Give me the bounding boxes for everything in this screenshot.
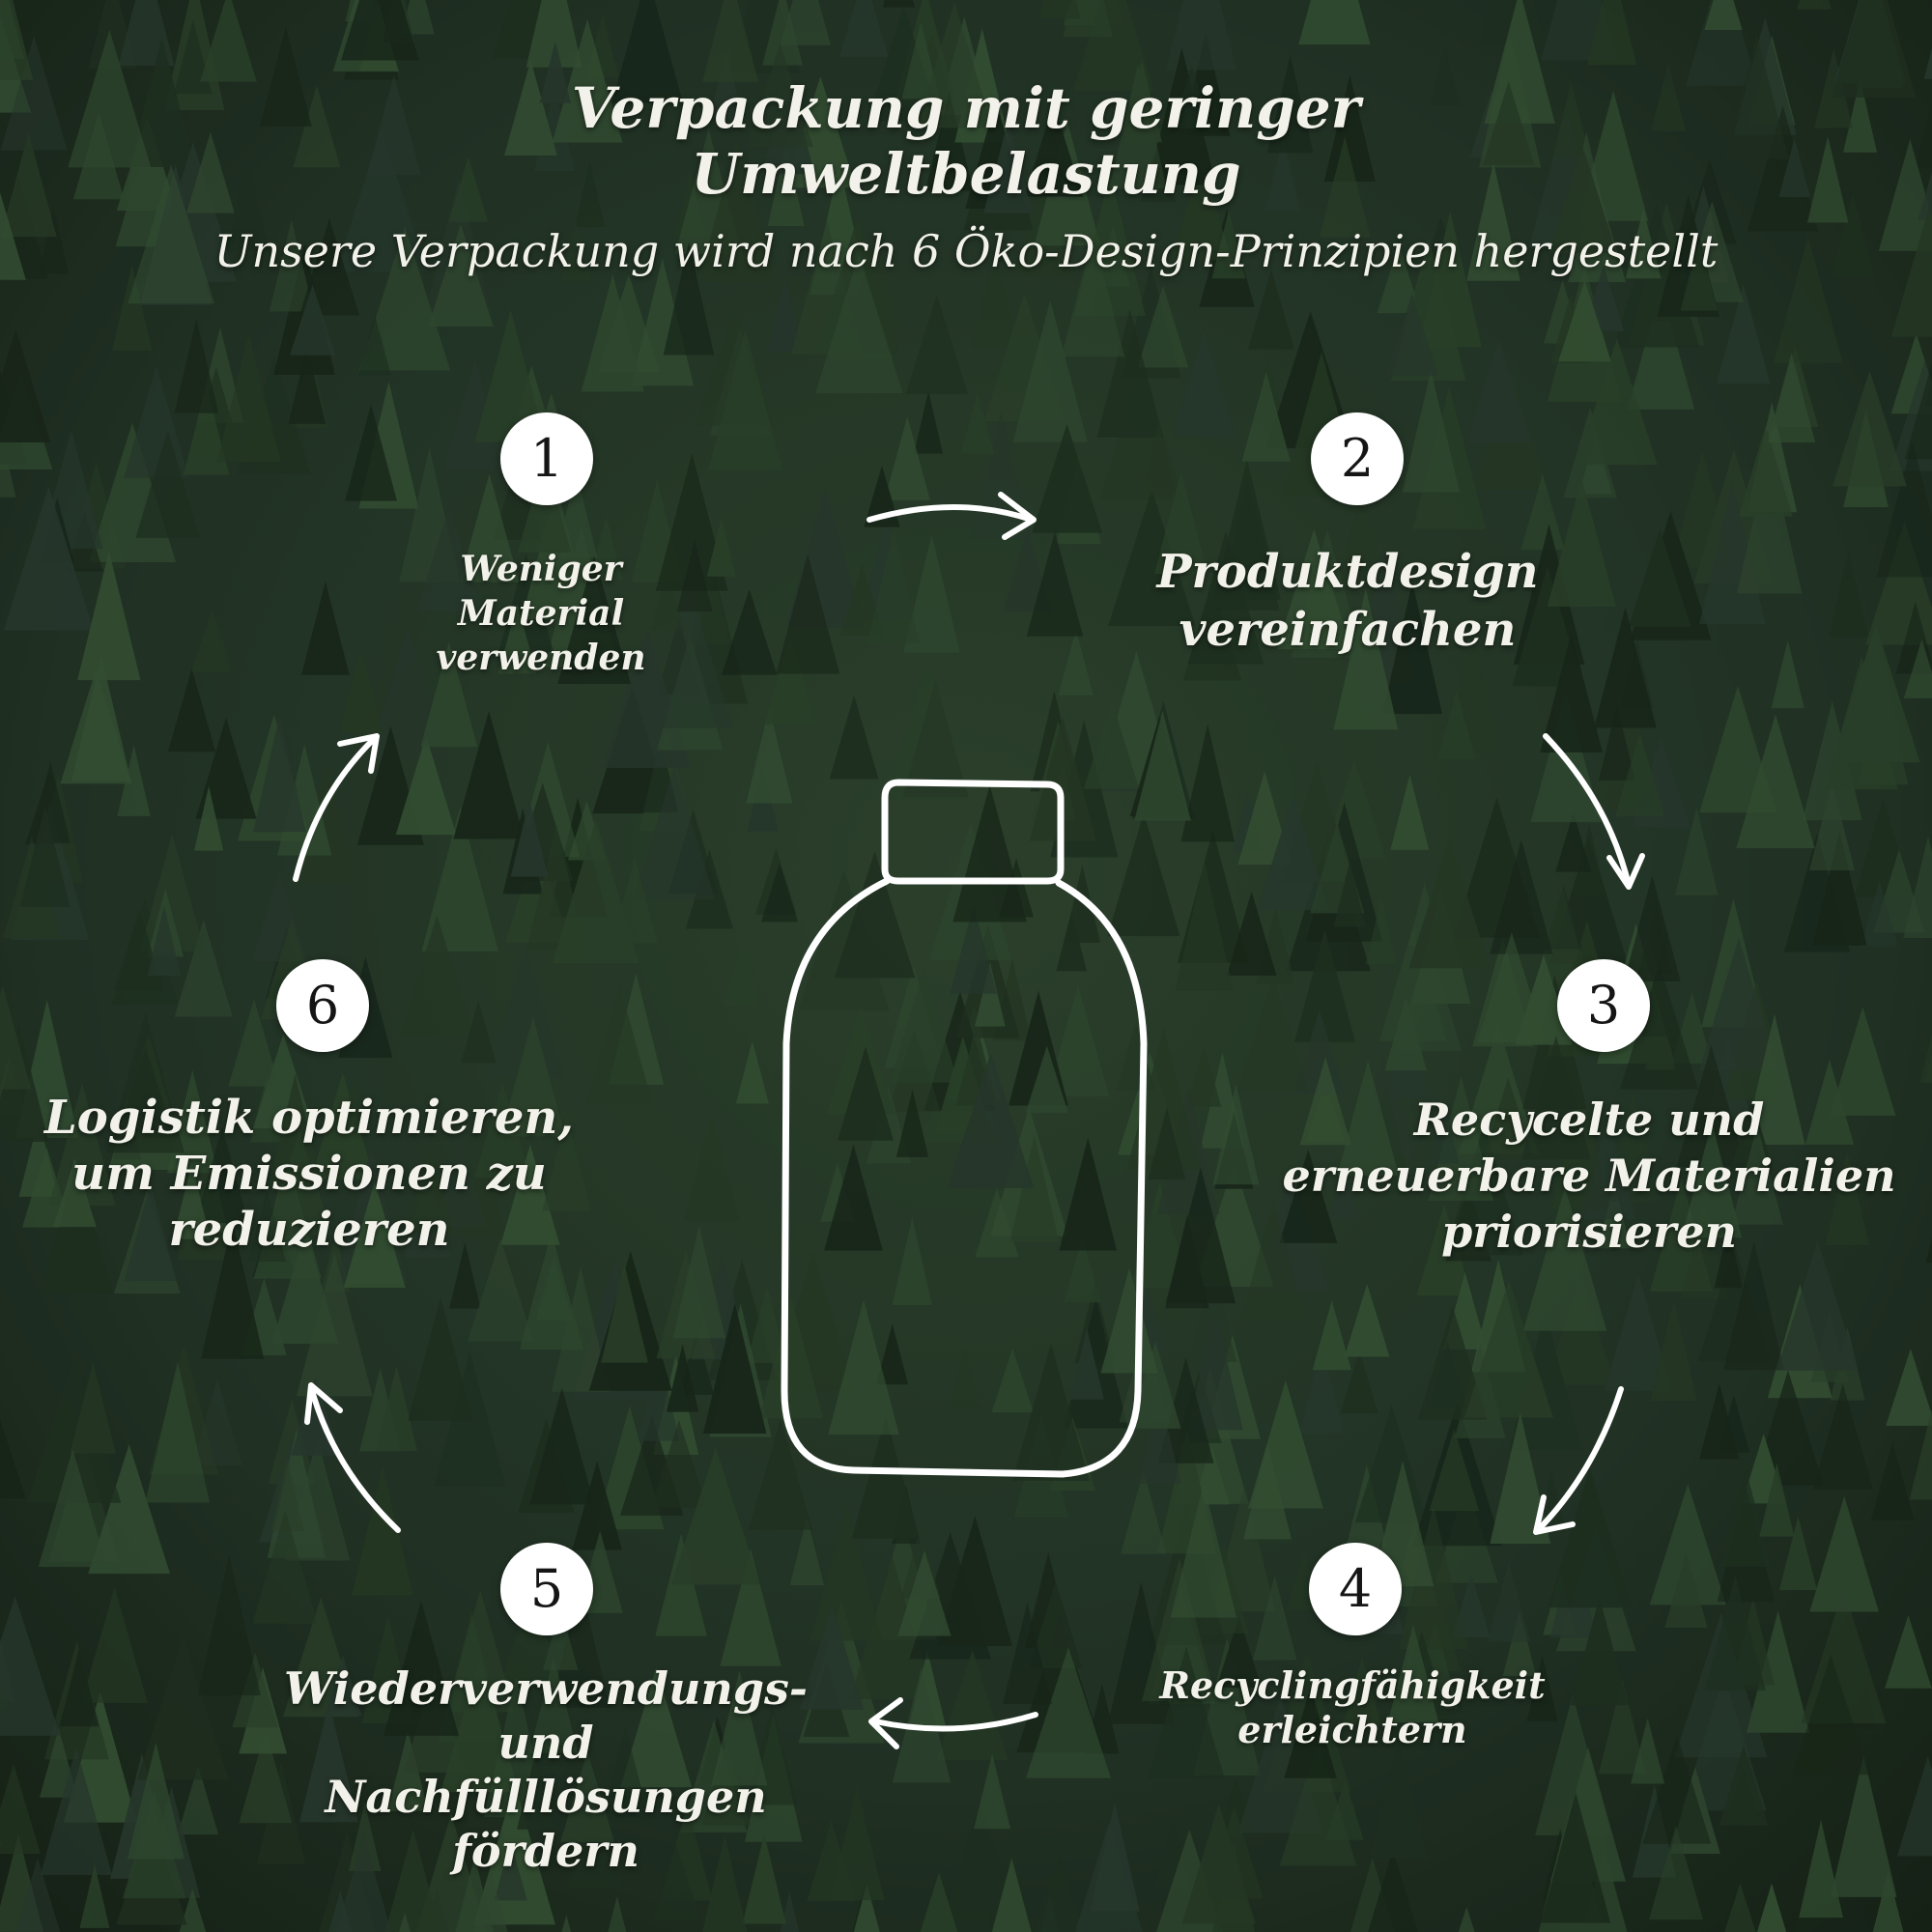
step-label-line: Logistik optimieren,	[44, 1091, 574, 1145]
step-label-line: priorisieren	[1441, 1206, 1737, 1258]
arrow-2-to-3-icon	[1543, 733, 1645, 890]
step-label-line: um Emissionen zu	[71, 1147, 547, 1201]
step-label-line: fördern	[452, 1825, 639, 1877]
step-label-4: Recyclingfähigkeit erleichtern	[1111, 1663, 1594, 1752]
step-label-line: Weniger	[460, 549, 622, 589]
step-label-line: Produktdesign	[1156, 545, 1539, 599]
step-badge-5: 5	[500, 1543, 593, 1635]
step-label-6: Logistik optimieren, um Emissionen zu re…	[39, 1090, 580, 1258]
title-line-1: Verpackung mit geringer	[571, 75, 1361, 141]
arrow-5-to-6-icon	[304, 1382, 401, 1533]
step-label-line: vereinfachen	[1179, 603, 1517, 657]
page-title: Verpackung mit geringer Umweltbelastung	[290, 75, 1642, 207]
step-badge-1: 1	[500, 412, 593, 505]
step-label-line: Recycelte und	[1413, 1094, 1765, 1146]
step-label-line: erleichtern	[1237, 1708, 1467, 1751]
step-label-1: Weniger Material verwenden	[406, 547, 676, 680]
arrow-3-to-4-icon	[1533, 1386, 1624, 1535]
arrow-6-to-1-icon	[293, 733, 380, 882]
step-label-line: Material	[457, 593, 625, 634]
step-label-line: Nachfülllösungen	[325, 1771, 767, 1823]
step-badge-4: 4	[1309, 1543, 1402, 1635]
step-badge-6: 6	[276, 959, 369, 1052]
step-label-line: Wiederverwendungs-	[283, 1662, 808, 1715]
step-badge-3: 3	[1557, 959, 1650, 1052]
step-label-3: Recycelte und erneuerbare Materialien pr…	[1275, 1092, 1903, 1260]
step-label-line: Recyclingfähigkeit	[1159, 1663, 1546, 1707]
arrow-1-to-2-icon	[867, 492, 1037, 540]
step-label-line: verwenden	[436, 638, 646, 678]
step-label-line: reduzieren	[168, 1203, 450, 1257]
step-badge-2: 2	[1311, 412, 1404, 505]
step-label-5: Wiederverwendungs- und Nachfülllösungen …	[261, 1662, 831, 1878]
step-label-line: und	[497, 1717, 594, 1769]
step-label-line: erneuerbare Materialien	[1282, 1150, 1896, 1202]
step-label-2: Produktdesign vereinfachen	[1111, 543, 1584, 659]
title-line-2: Umweltbelastung	[691, 141, 1241, 207]
page-subtitle: Unsere Verpackung wird nach 6 Öko-Design…	[213, 225, 1719, 277]
arrow-4-to-5-icon	[868, 1697, 1038, 1749]
